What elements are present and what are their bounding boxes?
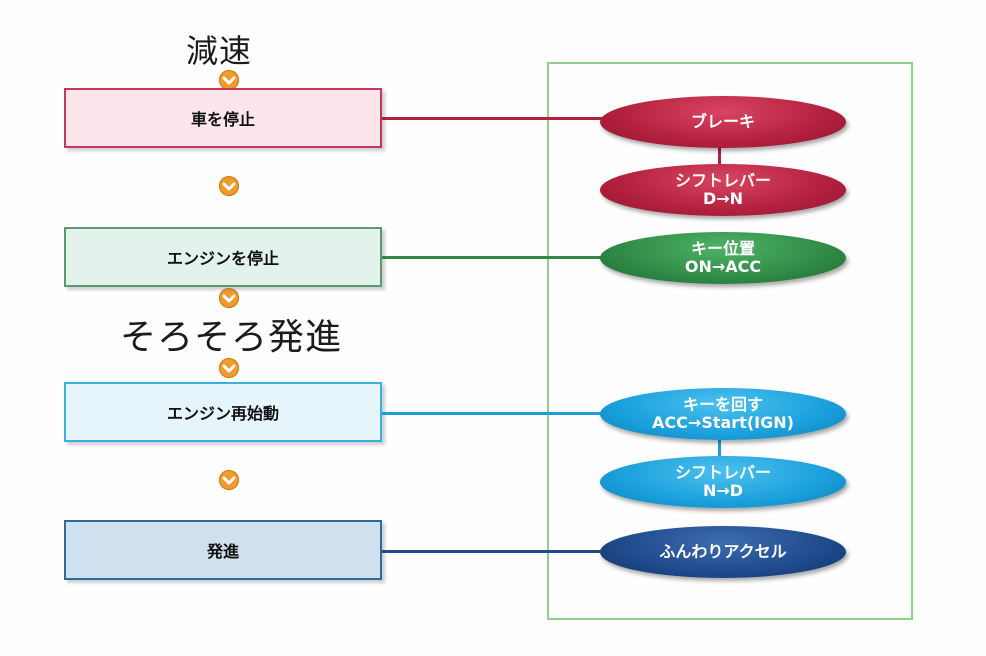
connector-line <box>382 117 614 120</box>
step-label: エンジンを停止 <box>166 249 279 268</box>
connector-line <box>718 145 721 175</box>
action-label: キーを回す <box>682 395 763 414</box>
actions-group-frame <box>547 62 913 620</box>
down-arrow-icon <box>219 70 239 90</box>
down-arrow-icon <box>219 176 239 196</box>
step-stop-car: 車を停止 <box>64 88 382 148</box>
step-depart: 発進 <box>64 520 382 580</box>
heading-slowly-start: そろそろ発進 <box>120 317 343 358</box>
action-brake: ブレーキ <box>600 96 846 148</box>
action-shift-n-to-d: シフトレバー N→D <box>600 456 846 508</box>
step-label: 車を停止 <box>190 110 255 129</box>
action-sublabel: D→N <box>702 189 744 208</box>
step-label: 発進 <box>206 542 239 561</box>
action-sublabel: N→D <box>702 481 744 500</box>
down-arrow-icon <box>219 470 239 490</box>
connector-line <box>718 432 721 462</box>
heading-decelerate: 減速 <box>186 32 253 70</box>
action-gentle-accelerator: ふんわりアクセル <box>600 526 846 578</box>
action-label: シフトレバー <box>674 171 771 190</box>
action-key-position: キー位置 ON→ACC <box>600 232 846 284</box>
connector-line <box>382 412 614 415</box>
step-stop-engine: エンジンを停止 <box>64 227 382 287</box>
action-label: ブレーキ <box>690 112 755 131</box>
down-arrow-icon <box>219 358 239 378</box>
action-label: キー位置 <box>690 239 755 258</box>
action-sublabel: ACC→Start(IGN) <box>652 413 794 432</box>
action-label: ふんわりアクセル <box>659 542 787 561</box>
action-sublabel: ON→ACC <box>684 257 762 276</box>
action-turn-key: キーを回す ACC→Start(IGN) <box>600 388 846 440</box>
step-label: エンジン再始動 <box>166 404 279 423</box>
action-shift-d-to-n: シフトレバー D→N <box>600 164 846 216</box>
connector-line <box>382 550 614 553</box>
connector-line <box>382 256 614 259</box>
down-arrow-icon <box>219 288 239 308</box>
action-label: シフトレバー <box>674 463 771 482</box>
step-restart-engine: エンジン再始動 <box>64 382 382 442</box>
